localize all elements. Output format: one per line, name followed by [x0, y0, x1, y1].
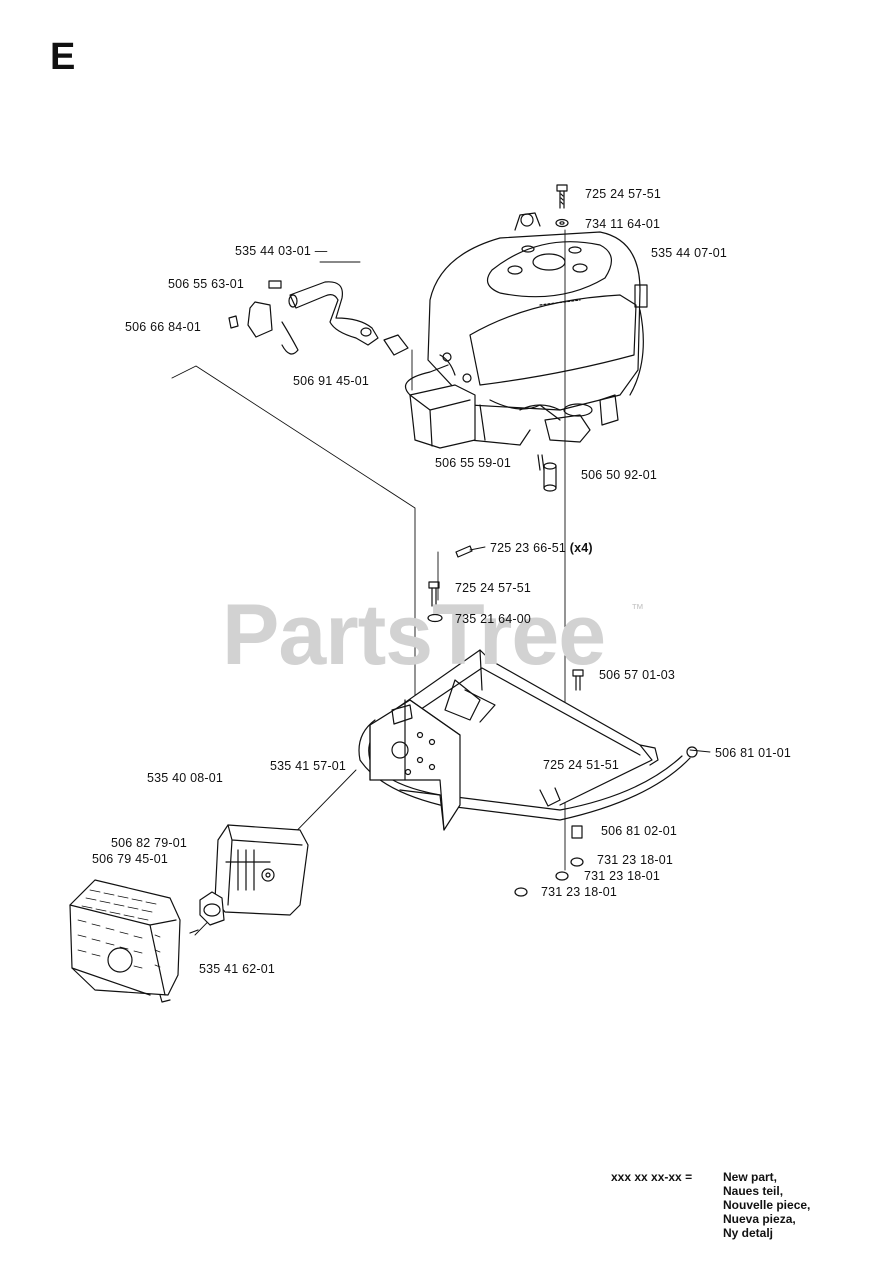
- legend-code: xxx xx xx-xx =: [611, 1170, 693, 1184]
- watermark-trademark: ™: [631, 601, 644, 616]
- part-label: 731 23 18-01: [541, 885, 618, 899]
- part-label: 725 24 57-51: [585, 187, 662, 201]
- part-label: 506 57 01-03: [599, 668, 676, 682]
- part-label: 506 66 84-01: [125, 320, 202, 334]
- part-label: 731 23 18-01: [584, 869, 661, 883]
- part-number: 535 44 03-01: [235, 244, 312, 258]
- part-label: 725 24 51-51: [543, 758, 620, 772]
- watermark: PartsTree: [222, 587, 606, 683]
- muffler-outlet: [189, 891, 225, 934]
- part-label: 506 91 45-01: [293, 374, 370, 388]
- legend-line: New part,: [723, 1170, 778, 1184]
- part-label: 506 82 79-01: [111, 836, 188, 850]
- legend-line: Nouvelle piece,: [723, 1198, 811, 1212]
- part-label: 535 41 57-01: [270, 759, 347, 773]
- mounting-frame: [358, 649, 691, 831]
- part-label: 506 81 01-01: [715, 746, 792, 760]
- part-label: 735 21 64-00: [455, 612, 532, 626]
- legend-list: New part, Naues teil, Nouvelle piece, Nu…: [723, 1170, 810, 1240]
- engine-pins: [537, 454, 557, 492]
- part-label: 725 24 57-51: [455, 581, 532, 595]
- engine-assembly: [405, 212, 648, 449]
- part-label: 506 79 45-01: [92, 852, 169, 866]
- part-label: 535 41 62-01: [199, 962, 276, 976]
- filler-tube: [228, 280, 409, 356]
- top-bolt: [555, 184, 569, 228]
- part-label: 731 23 18-01: [597, 853, 674, 867]
- heat-shield-vents: [77, 889, 161, 969]
- part-label: 506 50 92-01: [581, 468, 658, 482]
- legend-line: Naues teil,: [723, 1184, 784, 1198]
- part-number: 725 23 66-51: [490, 541, 567, 555]
- part-label: 506 55 63-01: [168, 277, 245, 291]
- part-label: 725 23 66-51 (x4): [490, 541, 593, 555]
- legend-line: Ny detalj: [723, 1226, 774, 1240]
- part-label: 535 44 03-01 —: [235, 244, 328, 258]
- legend-line: Nueva pieza,: [723, 1212, 796, 1226]
- part-label: 506 81 02-01: [601, 824, 678, 838]
- muffler: [214, 824, 309, 916]
- part-label: 535 44 07-01: [651, 246, 728, 260]
- part-label: 535 40 08-01: [147, 771, 224, 785]
- section-letter: E: [50, 36, 76, 78]
- quantity-note: (x4): [566, 541, 593, 555]
- heat-shield: [69, 879, 181, 1003]
- part-label: 734 11 64-01: [585, 217, 661, 231]
- part-label: 506 55 59-01: [435, 456, 512, 470]
